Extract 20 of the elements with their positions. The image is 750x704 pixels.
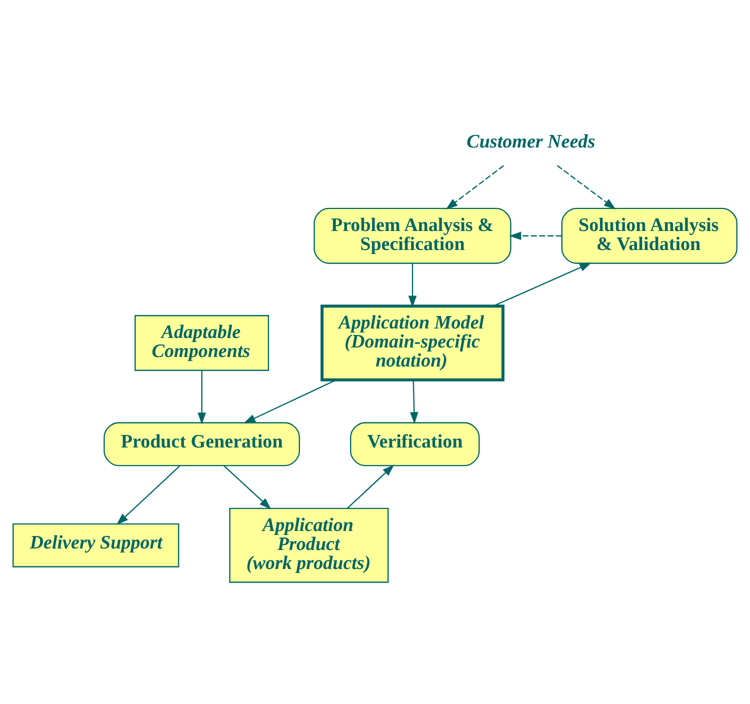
arrow	[509, 231, 562, 240]
arrow	[198, 370, 206, 424]
arrow	[347, 464, 394, 508]
arrow	[408, 262, 417, 308]
node-box: Verification	[350, 422, 480, 466]
node-box: Adaptable Components	[134, 314, 270, 370]
node-box: Problem Analysis & Specification	[314, 207, 512, 264]
node-box: Delivery Support	[12, 522, 180, 567]
arrow	[116, 464, 180, 524]
node-text: Customer Needs	[466, 131, 596, 152]
arrow	[493, 262, 592, 306]
arrow	[224, 464, 272, 509]
arrow	[410, 380, 418, 424]
node-box: Product Generation	[104, 422, 300, 466]
node-box: Solution Analysis & Validation	[561, 207, 738, 264]
arrow	[557, 164, 616, 209]
arrow	[446, 164, 504, 209]
arrow	[244, 378, 336, 423]
node-box: Application Model (Domain-specific notation)	[320, 304, 504, 381]
node-box: Application Product (work products)	[229, 507, 389, 582]
